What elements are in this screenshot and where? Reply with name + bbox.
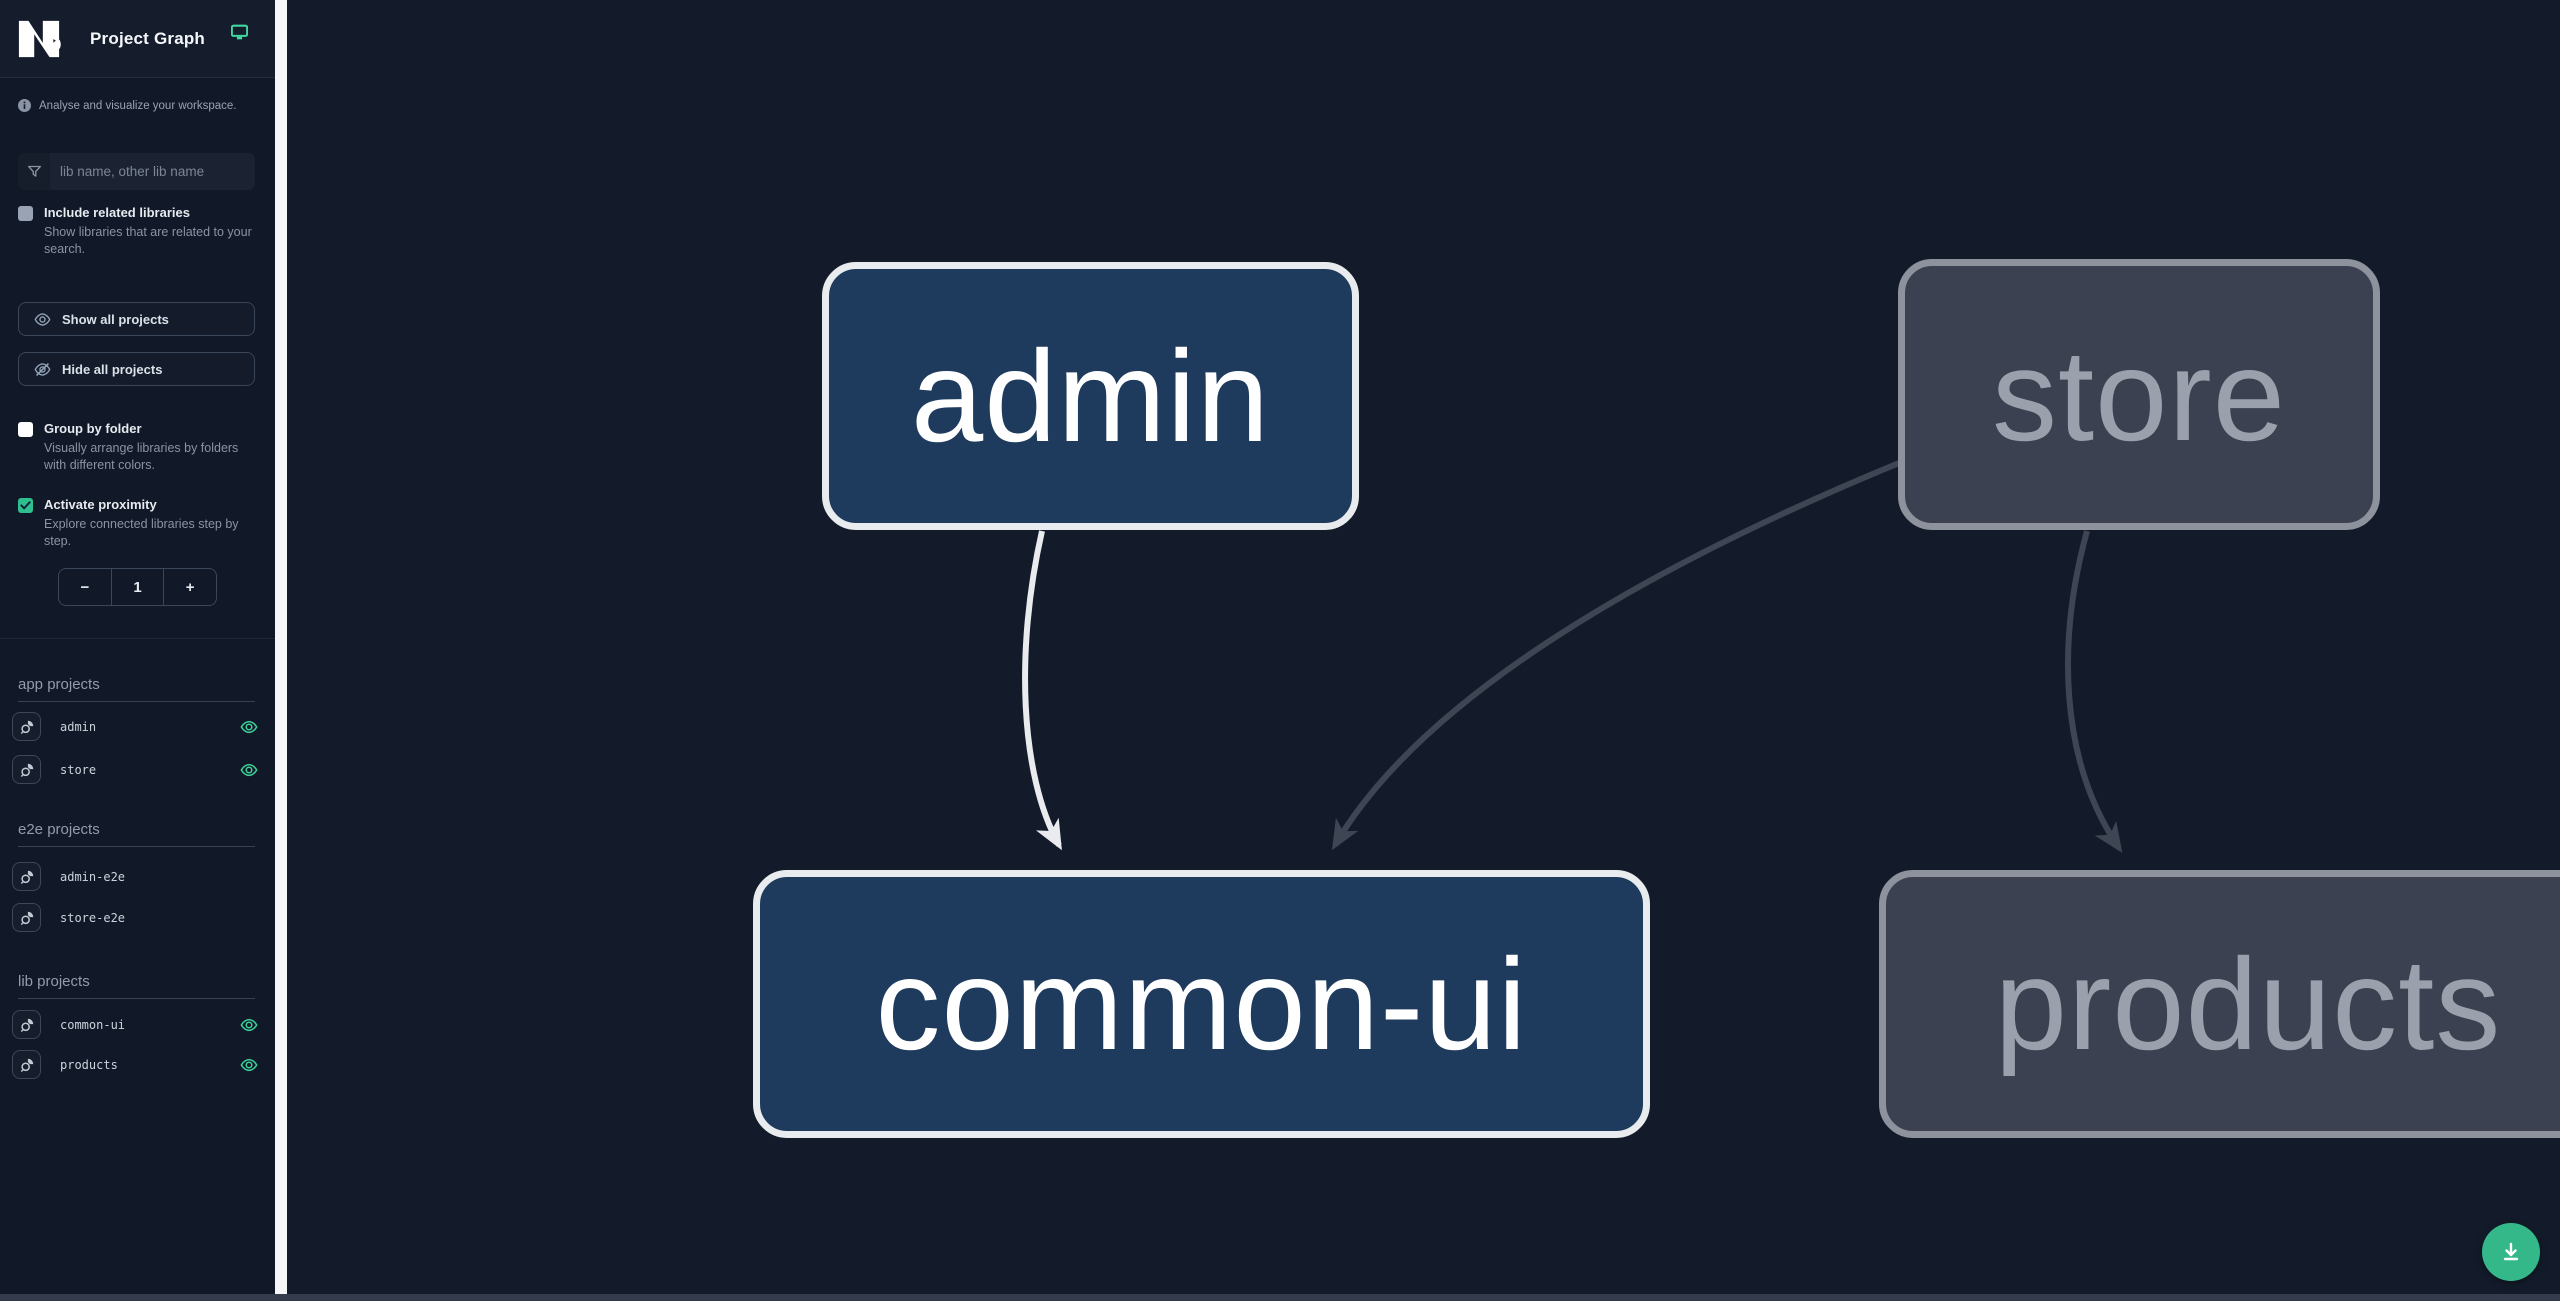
proximity-stepper: − 1 + (58, 568, 217, 606)
focus-icon (20, 1018, 33, 1032)
node-label: store (1991, 321, 2286, 468)
include-related-toggle: Include related libraries Show libraries… (18, 205, 258, 258)
group-by-folder-description: Visually arrange libraries by folders wi… (44, 440, 239, 472)
proximity-increment-button[interactable]: + (163, 569, 216, 605)
graph-node-products[interactable]: products (1879, 870, 2560, 1138)
sidebar-resize-handle[interactable] (275, 0, 287, 1301)
project-name: store (60, 763, 97, 777)
info-icon (18, 99, 31, 112)
search-box (18, 153, 255, 190)
hide-all-projects-button[interactable]: Hide all projects (18, 352, 255, 386)
tagline-row: Analyse and visualize your workspace. (18, 99, 237, 112)
project-row-store: store (12, 755, 262, 785)
section-title-e2e-projects: e2e projects (18, 821, 255, 847)
show-all-projects-button[interactable]: Show all projects (18, 302, 255, 336)
focus-icon (20, 911, 33, 925)
graph-node-common-ui[interactable]: common-ui (753, 870, 1650, 1138)
activate-proximity-label: Activate proximity (44, 497, 157, 512)
node-label: products (1994, 931, 2502, 1077)
project-name: store-e2e (60, 911, 126, 925)
eye-icon (34, 312, 51, 326)
project-name: admin (60, 720, 97, 734)
project-row-admin: admin (12, 712, 262, 742)
project-name: common-ui (60, 1018, 126, 1032)
section-title-app-projects: app projects (18, 676, 255, 702)
sidebar: Project Graph Analyse and visualize your… (0, 0, 275, 1301)
eye-off-icon (34, 362, 51, 376)
node-label: admin (910, 323, 1271, 469)
group-by-folder-toggle: Group by folder Visually arrange librari… (18, 421, 258, 474)
app-title: Project Graph (90, 29, 206, 48)
edge-store-products (2065, 530, 2123, 853)
visibility-eye-icon[interactable] (240, 1056, 258, 1074)
activate-proximity-toggle: Activate proximity Explore connected lib… (18, 497, 258, 550)
focus-project-button[interactable] (12, 1010, 41, 1039)
sidebar-divider (0, 638, 275, 639)
project-row-common-ui: common-ui (12, 1010, 262, 1040)
focus-icon (20, 870, 33, 884)
download-icon (2503, 1242, 2519, 1261)
focus-icon (20, 720, 33, 734)
sidebar-header: Project Graph (0, 0, 275, 78)
search-input[interactable] (50, 153, 255, 190)
proximity-value: 1 (110, 569, 164, 605)
hide-all-projects-label: Hide all projects (62, 361, 163, 377)
project-row-admin-e2e: admin-e2e (12, 862, 262, 892)
project-row-products: products (12, 1050, 262, 1080)
include-related-checkbox[interactable] (18, 206, 33, 221)
focus-project-button[interactable] (12, 1050, 41, 1079)
check-icon (20, 501, 31, 510)
include-related-description: Show libraries that are related to your … (44, 224, 252, 256)
visibility-eye-icon[interactable] (240, 1016, 258, 1034)
focus-project-button[interactable] (12, 712, 41, 741)
filter-funnel-icon (18, 153, 50, 190)
focus-project-button[interactable] (12, 903, 41, 932)
tagline-text: Analyse and visualize your workspace. (39, 99, 237, 112)
focus-icon (20, 763, 33, 777)
project-name: admin-e2e (60, 870, 126, 884)
edge-store-commonui (1331, 460, 1901, 851)
project-name: products (60, 1058, 118, 1072)
focus-project-button[interactable] (12, 755, 41, 784)
theme-monitor-icon[interactable] (231, 24, 248, 41)
activate-proximity-checkbox[interactable] (18, 498, 33, 513)
group-by-folder-checkbox[interactable] (18, 422, 33, 437)
focus-project-button[interactable] (12, 862, 41, 891)
window-bottom-edge (0, 1294, 2560, 1301)
include-related-label: Include related libraries (44, 205, 190, 220)
show-all-projects-label: Show all projects (62, 311, 169, 327)
nx-logo (18, 20, 61, 58)
visibility-eye-icon[interactable] (240, 718, 258, 736)
section-title-lib-projects: lib projects (18, 973, 255, 999)
project-row-store-e2e: store-e2e (12, 903, 262, 933)
activate-proximity-description: Explore connected libraries step by step… (44, 516, 239, 548)
visibility-eye-icon[interactable] (240, 761, 258, 779)
graph-node-admin[interactable]: admin (822, 262, 1359, 530)
group-by-folder-label: Group by folder (44, 421, 142, 436)
download-image-button[interactable] (2482, 1223, 2540, 1281)
edge-admin-commonui (1022, 530, 1062, 851)
graph-canvas[interactable]: admin store common-ui products (287, 0, 2560, 1301)
graph-node-store[interactable]: store (1898, 259, 2380, 530)
focus-icon (20, 1058, 33, 1072)
node-label: common-ui (875, 931, 1528, 1077)
proximity-decrement-button[interactable]: − (80, 578, 90, 596)
